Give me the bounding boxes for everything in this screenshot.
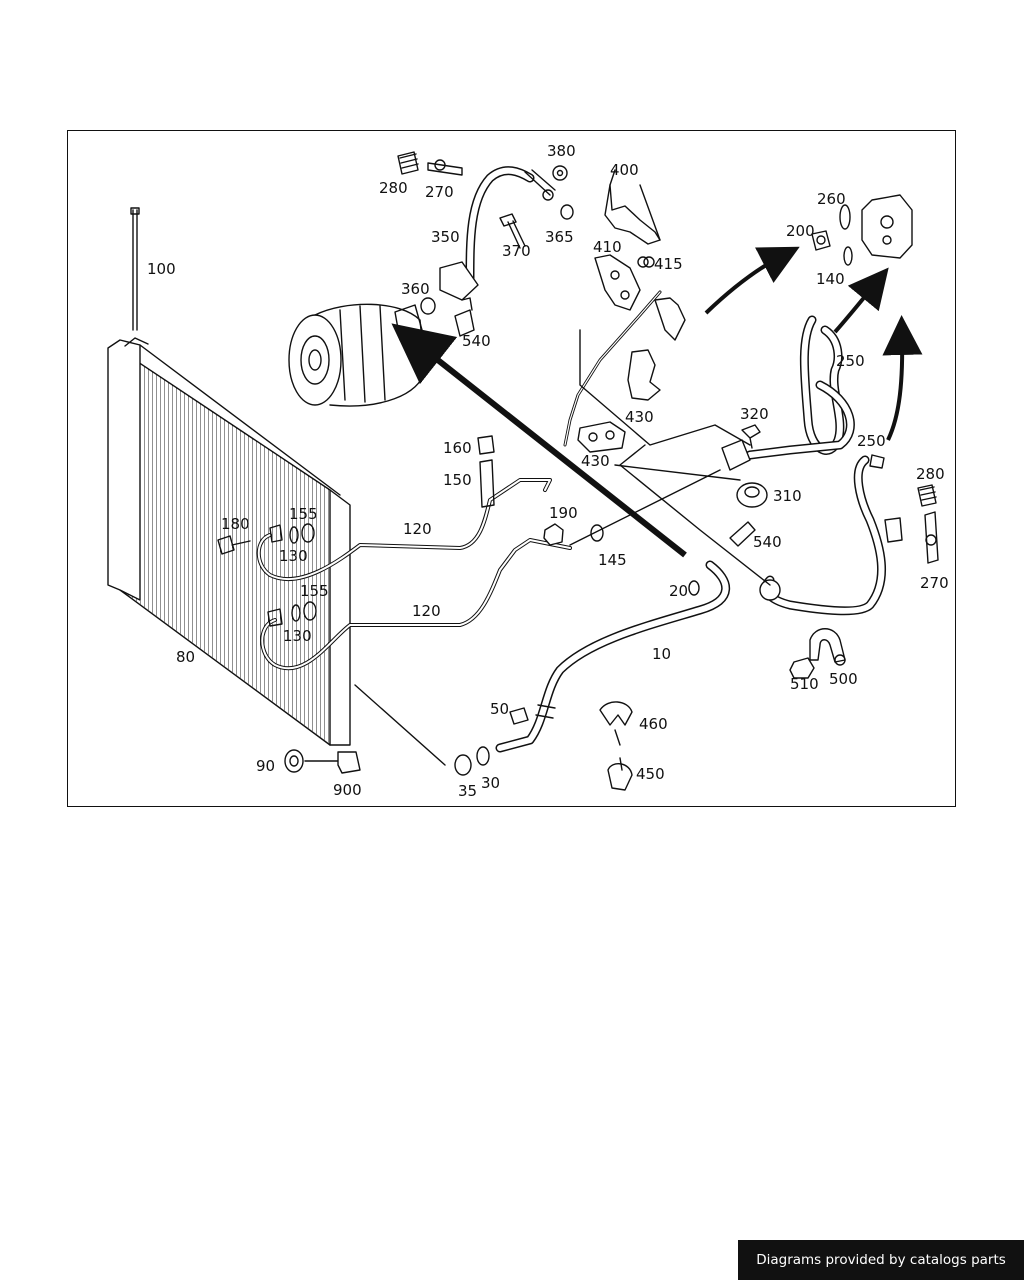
label-260: 260 [817,190,846,208]
label-540a: 540 [462,332,491,350]
label-50: 50 [490,700,509,718]
hose-250b [761,455,887,616]
label-155a: 155 [289,505,318,523]
label-250a: 250 [836,352,865,370]
label-410: 410 [593,238,622,256]
label-250b: 250 [857,432,886,450]
label-415: 415 [654,255,683,273]
label-430a: 430 [625,408,654,426]
label-280b: 280 [916,465,945,483]
label-145: 145 [598,551,627,569]
label-180: 180 [221,515,250,533]
label-430b: 430 [581,452,610,470]
label-270b: 270 [920,574,949,592]
label-130b: 130 [283,627,312,645]
label-30: 30 [481,774,500,792]
label-150: 150 [443,471,472,489]
part-100-rod [130,207,140,331]
footer-banner: Diagrams provided by catalogs parts [738,1240,1024,1280]
part-labels: 10 20 30 35 50 80 90 100 120 120 130 130… [147,142,949,800]
hose-350 [465,166,535,285]
label-130a: 130 [279,547,308,565]
label-540b: 540 [753,533,782,551]
label-155b: 155 [300,582,329,600]
direction-arrows [391,246,923,558]
label-35: 35 [458,782,477,800]
label-90: 90 [256,757,275,775]
label-160: 160 [443,439,472,457]
label-20: 20 [669,582,688,600]
label-350: 350 [431,228,460,246]
expansion-valve [861,194,913,259]
compressor [288,303,426,407]
label-450: 450 [636,765,665,783]
label-365: 365 [545,228,574,246]
label-460: 460 [639,715,668,733]
label-200: 200 [786,222,815,240]
label-270a: 270 [425,183,454,201]
label-320: 320 [740,405,769,423]
label-120a: 120 [403,520,432,538]
label-280a: 280 [379,179,408,197]
label-900: 900 [333,781,362,799]
label-80: 80 [176,648,195,666]
condenser-80 [107,337,351,746]
label-10: 10 [652,645,671,663]
label-100: 100 [147,260,176,278]
bracket-410 [594,254,641,311]
label-120b: 120 [412,602,441,620]
label-140: 140 [816,270,845,288]
label-380: 380 [547,142,576,160]
label-190: 190 [549,504,578,522]
label-510: 510 [790,675,819,693]
bracket-400 [604,184,661,245]
label-370: 370 [502,242,531,260]
label-400: 400 [610,161,639,179]
label-310: 310 [773,487,802,505]
label-360: 360 [401,280,430,298]
label-500: 500 [829,670,858,688]
